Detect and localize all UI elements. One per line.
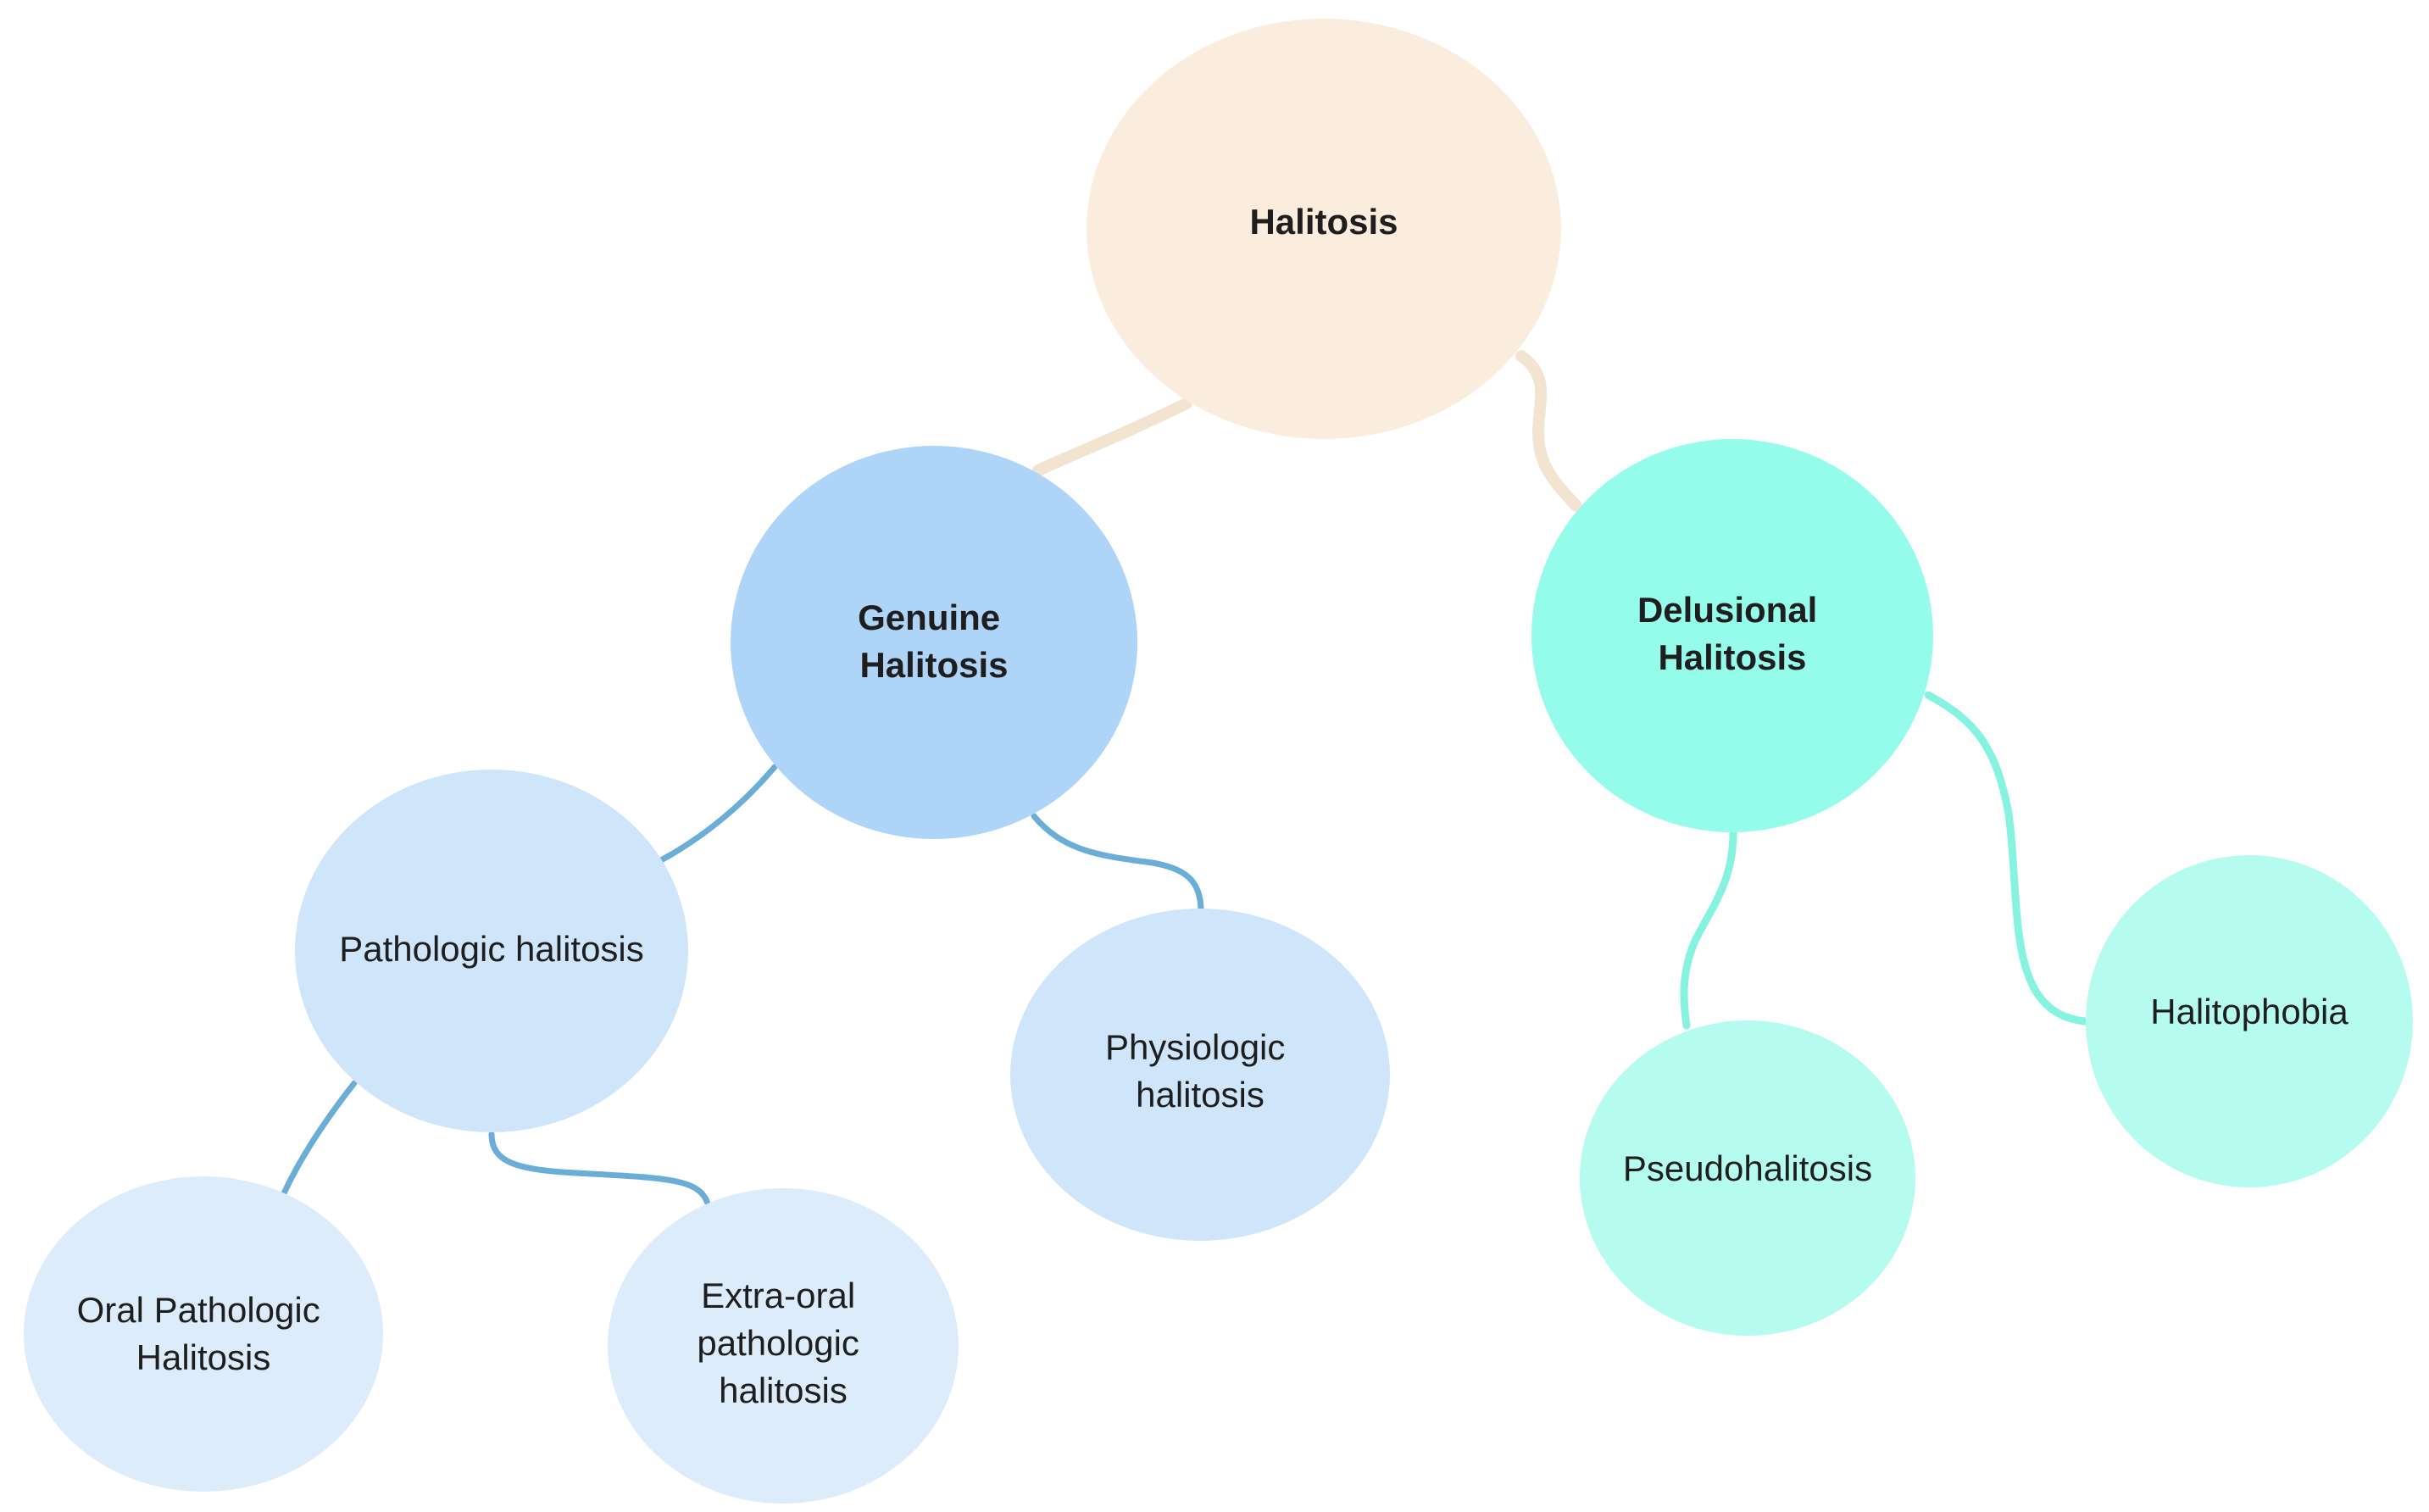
node-halitophobia: Halitophobia [2086, 855, 2413, 1187]
node-extra-oral-label-line-2: pathologic [697, 1323, 859, 1363]
connector-root-delusional [1515, 350, 1582, 512]
connector-genuine-pathologic [658, 764, 778, 864]
connectors [281, 350, 2093, 1207]
node-delusional-label-line-2: Halitosis [1658, 637, 1806, 677]
node-pathologic-label-line-1: Pathologic halitosis [339, 929, 644, 969]
node-genuine-circle [731, 446, 1137, 839]
node-root-circle [1087, 19, 1561, 439]
node-extra-oral-label: Extra-oral pathologic halitosis [697, 1276, 869, 1410]
node-extra-oral-circle [608, 1188, 959, 1504]
node-delusional-label-line-1: Delusional [1637, 590, 1817, 630]
node-genuine: Genuine Halitosis [731, 446, 1137, 839]
connector-delusional-pseudo [1680, 829, 1737, 1030]
node-oral-pathologic-label: Oral Pathologic Halitosis [77, 1290, 331, 1377]
node-pathologic: Pathologic halitosis [295, 770, 688, 1132]
node-pseudohalitosis: Pseudohalitosis [1580, 1020, 1915, 1336]
node-pseudohalitosis-circle [1580, 1020, 1915, 1336]
node-oral-pathologic-circle [24, 1176, 383, 1492]
connector-delusional-halitophobia [1924, 691, 2093, 1026]
node-halitophobia-label: Halitophobia [2150, 992, 2348, 1031]
node-pathologic-label: Pathologic halitosis [339, 929, 644, 969]
node-genuine-label: Genuine Halitosis [858, 598, 1010, 685]
node-halitophobia-label-line-1: Halitophobia [2150, 992, 2348, 1031]
connector-root-genuine [1032, 397, 1192, 476]
node-delusional-label: Delusional Halitosis [1637, 590, 1827, 677]
node-oral-pathologic-label-line-2: Halitosis [136, 1337, 271, 1377]
node-physiologic-circle [1010, 909, 1390, 1241]
node-physiologic-label: Physiologic halitosis [1105, 1027, 1295, 1115]
node-genuine-label-line-1: Genuine [858, 598, 1000, 637]
node-oral-pathologic-label-line-1: Oral Pathologic [77, 1290, 320, 1330]
node-halitophobia-circle [2086, 855, 2413, 1187]
connector-pathologic-extraoral [488, 1131, 711, 1207]
node-root: Halitosis [1087, 19, 1561, 439]
node-pathologic-circle [295, 770, 688, 1132]
node-pseudohalitosis-label-line-1: Pseudohalitosis [1623, 1148, 1872, 1188]
connector-genuine-physiologic [1031, 813, 1204, 914]
node-delusional-circle [1531, 439, 1933, 832]
node-extra-oral-label-line-1: Extra-oral [701, 1276, 855, 1315]
node-root-label: Halitosis [1249, 202, 1398, 242]
node-extra-oral: Extra-oral pathologic halitosis [608, 1188, 959, 1504]
node-delusional: Delusional Halitosis [1531, 439, 1933, 832]
connector-pathologic-oral [281, 1080, 358, 1197]
node-physiologic-label-line-2: halitosis [1136, 1075, 1265, 1115]
node-extra-oral-label-line-3: halitosis [719, 1370, 848, 1410]
node-pseudohalitosis-label: Pseudohalitosis [1623, 1148, 1872, 1188]
node-physiologic-label-line-1: Physiologic [1105, 1027, 1285, 1067]
node-root-label-line-1: Halitosis [1249, 202, 1398, 242]
node-oral-pathologic: Oral Pathologic Halitosis [24, 1176, 383, 1492]
node-physiologic: Physiologic halitosis [1010, 909, 1390, 1241]
node-genuine-label-line-2: Halitosis [859, 645, 1008, 685]
